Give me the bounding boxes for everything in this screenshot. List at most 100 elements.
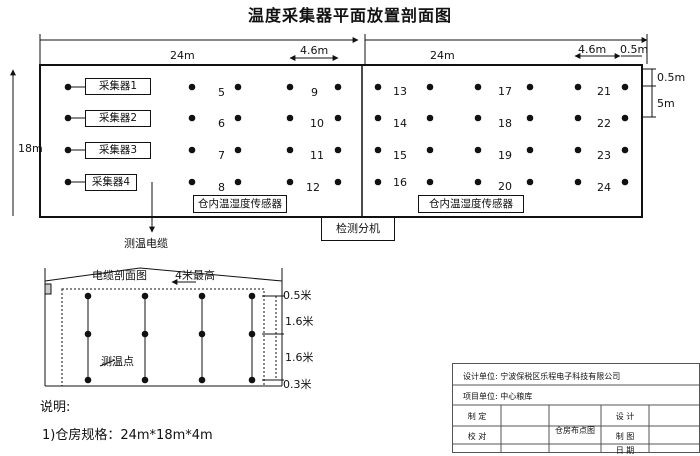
point-label: 5 (218, 86, 225, 99)
sensor-point-dot (64, 114, 72, 122)
sensor-point-dot (426, 114, 434, 122)
dim-label-right-top: 0.5m (657, 71, 686, 84)
sensor-point-dot (474, 146, 482, 154)
collector-box-4: 采集器4 (85, 174, 137, 191)
section-point-dot (84, 376, 92, 384)
point-label: 17 (498, 85, 512, 98)
title-block-design-unit: 设计单位: 宁波保税区乐程电子科技有限公司 (463, 372, 621, 381)
sensor-point-dot (426, 83, 434, 91)
section-roof (44, 267, 283, 282)
section-point-dot (198, 376, 206, 384)
sensor-point-dot (234, 83, 242, 91)
section-inner (61, 288, 265, 387)
sensor-point-dot (526, 114, 534, 122)
title-block: 设计单位: 宁波保税区乐程电子科技有限公司 项目单位: 中心粮库 制 定 校 对… (452, 363, 700, 455)
point-label: 10 (310, 117, 324, 130)
sensor-point-dot (526, 83, 534, 91)
analyzer-box: 检测分机 (321, 217, 395, 241)
sensor-point-dot (621, 114, 629, 122)
point-label: 18 (498, 117, 512, 130)
section-point-label: 测温点 (101, 355, 134, 368)
sensor-points-layer (64, 83, 629, 384)
sensor-point-dot (188, 83, 196, 91)
section-point-dot (198, 330, 206, 338)
sensor-point-dot (64, 83, 72, 91)
cable-label: 测温电缆 (124, 237, 168, 250)
sensor-point-dot (474, 178, 482, 186)
sensor-point-dot (374, 83, 382, 91)
sensor-point-dot (574, 146, 582, 154)
point-label: 13 (393, 85, 407, 98)
point-label: 16 (393, 176, 407, 189)
point-label: 22 (597, 117, 611, 130)
diagram-title: 温度采集器平面放置剖面图 (247, 6, 452, 25)
dim-label-left-24m: 24m (170, 49, 195, 62)
section-title: 电缆剖面图 (92, 269, 147, 282)
sensor-point-dot (426, 146, 434, 154)
sensor-point-dot (574, 178, 582, 186)
point-label: 23 (597, 149, 611, 162)
sensor-point-dot (234, 178, 242, 186)
section-point-dot (248, 330, 256, 338)
sensor-point-dot (334, 114, 342, 122)
sensor-point-dot (64, 178, 72, 186)
point-label: 6 (218, 117, 225, 130)
sensor-point-dot (188, 178, 196, 186)
sensor-point-dot (621, 83, 629, 91)
sensor-point-dot (374, 146, 382, 154)
point-label: 7 (218, 149, 225, 162)
sensor-point-dot (334, 83, 342, 91)
point-label: 9 (311, 86, 318, 99)
point-label: 11 (310, 149, 324, 162)
title-block-mid: 仓房布点图 (555, 426, 595, 435)
sensor-box-left: 仓内温湿度传感器 (193, 195, 287, 213)
sensor-point-dot (621, 178, 629, 186)
sensor-point-dot (374, 114, 382, 122)
title-block-r1c3: 设 计 (615, 412, 635, 421)
sensor-point-dot (621, 146, 629, 154)
sensor-point-dot (334, 146, 342, 154)
sensor-point-dot (574, 114, 582, 122)
notes-heading: 说明: (40, 400, 71, 415)
sensor-point-dot (64, 146, 72, 154)
point-label: 12 (306, 181, 320, 194)
sensor-point-dot (188, 146, 196, 154)
collector-box-3: 采集器3 (85, 142, 151, 159)
sensor-point-dot (374, 178, 382, 186)
sensor-point-dot (426, 178, 434, 186)
sensor-point-dot (526, 146, 534, 154)
sensor-point-dot (334, 178, 342, 186)
section-height-note: 4米最高 (175, 269, 215, 282)
section-point-dot (198, 292, 206, 300)
sensor-point-dot (188, 114, 196, 122)
point-label: 24 (597, 181, 611, 194)
sensor-point-dot (286, 146, 294, 154)
section-point-dot (84, 292, 92, 300)
title-block-r3c3: 日 期 (615, 446, 635, 455)
section-point-dot (141, 292, 149, 300)
dim-label-right-mid: 5m (657, 97, 675, 110)
section-point-dot (248, 292, 256, 300)
dim-label-edge-right: 0.5m (620, 43, 649, 56)
point-label: 20 (498, 180, 512, 193)
section-point-dot (84, 330, 92, 338)
sensor-point-dot (234, 114, 242, 122)
dim-label-18m: 18m (18, 142, 43, 155)
dim-label-spacing-left: 4.6m (300, 44, 329, 57)
notes-line-1: 1)仓房规格：24m*18m*4m (42, 428, 213, 443)
sensor-point-dot (526, 178, 534, 186)
sensor-point-dot (474, 114, 482, 122)
collector-box-1: 采集器1 (85, 78, 151, 95)
section-dim-mid1: 1.6米 (285, 315, 314, 328)
section-point-dot (248, 376, 256, 384)
section-dim-mid2: 1.6米 (285, 351, 314, 364)
section-dim-top: 0.5米 (283, 289, 312, 302)
title-block-project-unit: 项目单位: 中心粮库 (463, 392, 533, 401)
sensor-point-dot (286, 114, 294, 122)
section-point-dot (141, 376, 149, 384)
point-label: 21 (597, 85, 611, 98)
sensor-box-right: 仓内温湿度传感器 (418, 195, 524, 213)
point-label: 19 (498, 149, 512, 162)
dim-label-spacing-right: 4.6m (578, 43, 607, 56)
